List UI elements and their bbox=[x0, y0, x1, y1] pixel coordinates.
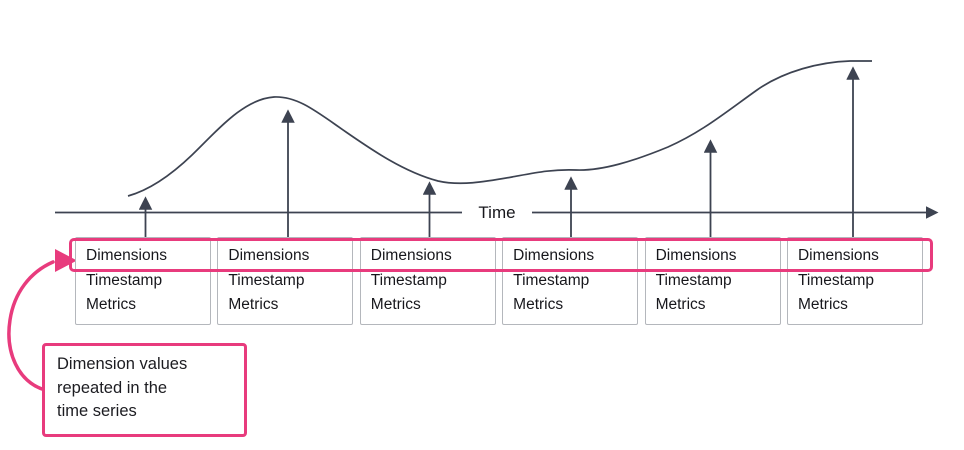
callout-line-2: repeated in the bbox=[57, 378, 168, 397]
timestamp-label: Timestamp bbox=[86, 271, 163, 289]
sample-arrows bbox=[138, 66, 860, 238]
timestamp-label: Timestamp bbox=[370, 271, 447, 289]
dimensions-label: Dimensions bbox=[86, 247, 167, 264]
dimensions-label: Dimensions bbox=[797, 247, 879, 264]
annotation-callout: Dimension values repeated in the time se… bbox=[42, 343, 247, 437]
timestamp-label: Timestamp bbox=[513, 271, 590, 289]
timestamp-label: Timestamp bbox=[797, 271, 875, 289]
callout-line-3: time series bbox=[57, 402, 137, 420]
record-box-5: Dimensions Timestamp Metrics bbox=[644, 237, 781, 325]
annotation-arrow bbox=[7, 249, 77, 392]
metrics-label: Metrics bbox=[86, 296, 136, 313]
dimensions-label: Dimensions bbox=[370, 247, 452, 264]
time-axis-label: Time bbox=[462, 200, 532, 225]
metrics-label: Metrics bbox=[228, 296, 279, 313]
metrics-label: Metrics bbox=[655, 296, 706, 313]
record-boxes-row: Dimensions Timestamp Metrics Dimensions … bbox=[75, 237, 923, 325]
record-box-4: Dimensions Timestamp Metrics bbox=[502, 237, 639, 325]
timestamp-label: Timestamp bbox=[228, 271, 305, 289]
record-box-6: Dimensions Timestamp Metrics bbox=[786, 237, 923, 325]
callout-line-1: Dimension values bbox=[57, 355, 188, 373]
timestamp-label: Timestamp bbox=[655, 271, 732, 289]
annotation-arrow-curve bbox=[7, 260, 55, 392]
record-box-1: Dimensions Timestamp Metrics bbox=[75, 237, 211, 325]
record-box-2: Dimensions Timestamp Metrics bbox=[217, 237, 354, 325]
metrics-label: Metrics bbox=[797, 296, 848, 313]
metrics-label: Metrics bbox=[370, 296, 421, 313]
dimensions-label: Dimensions bbox=[513, 247, 595, 264]
dimensions-label: Dimensions bbox=[655, 247, 737, 264]
metrics-label: Metrics bbox=[513, 296, 564, 313]
annotation-arrowhead-icon bbox=[55, 249, 77, 272]
record-box-3: Dimensions Timestamp Metrics bbox=[359, 237, 496, 325]
dimensions-highlight-band bbox=[69, 238, 933, 272]
dimensions-label: Dimensions bbox=[228, 247, 310, 264]
time-series-curve bbox=[127, 60, 872, 197]
